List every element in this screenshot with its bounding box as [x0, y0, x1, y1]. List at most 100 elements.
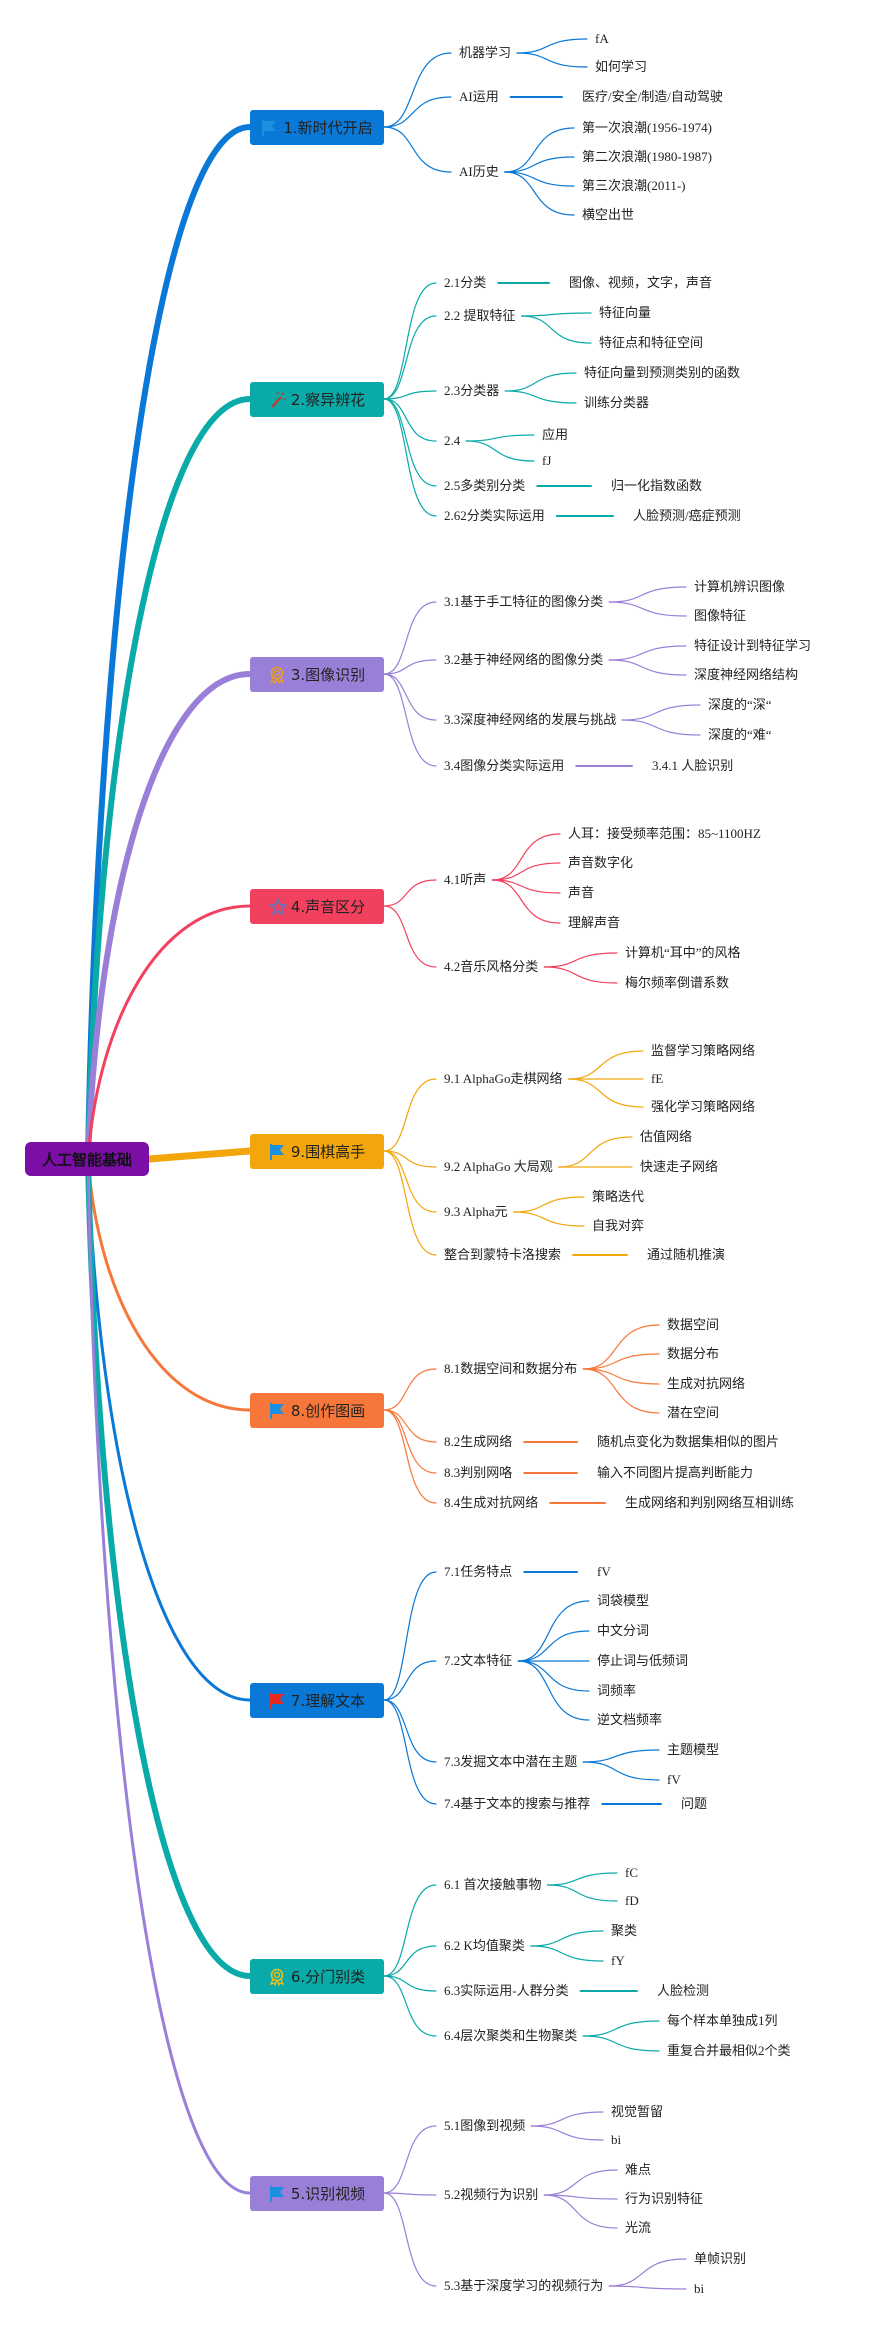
leaf-label[interactable]: fD — [625, 1893, 639, 1908]
subtopic-label[interactable]: 2.5多类别分类 — [444, 478, 526, 493]
leaf-label[interactable]: 计算机“耳中”的风格 — [625, 945, 741, 960]
subtopic-label[interactable]: 4.1听声 — [444, 872, 487, 887]
branch-node[interactable]: 1.新时代开启 — [250, 109, 384, 145]
subtopic-label[interactable]: 3.3深度神经网络的发展与挑战 — [444, 712, 617, 727]
subtopic-label[interactable]: 3.1基于手工特征的图像分类 — [444, 594, 604, 609]
branch-node[interactable]: 5.识别视频 — [250, 2175, 384, 2211]
subtopic-label[interactable]: 2.3分类器 — [444, 383, 500, 398]
leaf-label[interactable]: bi — [611, 2132, 622, 2147]
leaf-label[interactable]: fA — [595, 31, 609, 46]
subtopic-label[interactable]: 9.1 AlphaGo走棋网络 — [444, 1071, 563, 1086]
leaf-label[interactable]: 每个样本单独成1列 — [667, 2013, 778, 2028]
leaf-label[interactable]: 策略迭代 — [592, 1189, 645, 1204]
leaf-label[interactable]: 归一化指数函数 — [611, 478, 703, 493]
subtopic-label[interactable]: AI运用 — [459, 89, 499, 104]
subtopic-label[interactable]: 7.1任务特点 — [444, 1564, 513, 1579]
leaf-label[interactable]: 图像、视频，文字，声音 — [569, 275, 713, 290]
subtopic-label[interactable]: 4.2音乐风格分类 — [444, 959, 539, 974]
leaf-label[interactable]: 生成对抗网络 — [667, 1376, 746, 1391]
leaf-label[interactable]: 人脸预测/癌症预测 — [633, 508, 741, 523]
leaf-label[interactable]: 理解声音 — [568, 915, 621, 930]
subtopic-label[interactable]: 6.3实际运用-人群分类 — [444, 1983, 569, 1998]
subtopic-label[interactable]: 机器学习 — [459, 45, 512, 60]
leaf-label[interactable]: fC — [625, 1865, 638, 1880]
leaf-label[interactable]: 潜在空间 — [667, 1405, 720, 1420]
leaf-label[interactable]: 行为识别特征 — [625, 2191, 704, 2206]
branch-node[interactable]: 9.围棋高手 — [250, 1133, 384, 1169]
subtopic-label[interactable]: 3.4图像分类实际运用 — [444, 758, 565, 773]
subtopic-label[interactable]: 7.2文本特征 — [444, 1653, 513, 1668]
leaf-label[interactable]: 训练分类器 — [584, 395, 650, 410]
branch-node[interactable]: 4.声音区分 — [250, 888, 384, 924]
leaf-label[interactable]: 梅尔频率倒谱系数 — [625, 975, 730, 990]
subtopic-label[interactable]: 8.4生成对抗网络 — [444, 1495, 539, 1510]
leaf-label[interactable]: 主题模型 — [667, 1742, 720, 1757]
leaf-label[interactable]: 特征向量到预测类别的函数 — [584, 365, 741, 380]
leaf-label[interactable]: 深度的“深“ — [708, 697, 772, 712]
subtopic-label[interactable]: 整合到蒙特卡洛搜索 — [444, 1247, 562, 1262]
leaf-label[interactable]: 聚类 — [611, 1923, 638, 1938]
leaf-label[interactable]: 第三次浪潮(2011-) — [582, 178, 686, 193]
subtopic-label[interactable]: 6.4层次聚类和生物聚类 — [444, 2028, 578, 2043]
subtopic-label[interactable]: 2.2 提取特征 — [444, 308, 516, 323]
subtopic-label[interactable]: 2.62分类实际运用 — [444, 508, 545, 523]
subtopic-label[interactable]: 6.2 K均值聚类 — [444, 1938, 525, 1953]
leaf-label[interactable]: 人耳：接受频率范围：85~1100HZ — [568, 826, 761, 841]
branch-node[interactable]: 6.分门别类 — [250, 1958, 384, 1994]
subtopic-label[interactable]: 2.4 — [444, 433, 461, 448]
leaf-label[interactable]: 输入不同图片提高判断能力 — [597, 1465, 754, 1480]
leaf-label[interactable]: 人脸检测 — [657, 1983, 710, 1998]
leaf-label[interactable]: bi — [694, 2281, 705, 2296]
leaf-label[interactable]: 声音数字化 — [568, 855, 634, 870]
leaf-label[interactable]: 声音 — [568, 885, 595, 900]
leaf-label[interactable]: 强化学习策略网络 — [651, 1099, 756, 1114]
leaf-label[interactable]: 词频率 — [597, 1683, 637, 1698]
leaf-label[interactable]: 第二次浪潮(1980-1987) — [582, 149, 712, 164]
leaf-label[interactable]: 横空出世 — [582, 207, 635, 222]
leaf-label[interactable]: 应用 — [542, 427, 569, 442]
subtopic-label[interactable]: 9.3 Alpha元 — [444, 1204, 508, 1219]
leaf-label[interactable]: 3.4.1 人脸识别 — [652, 758, 734, 773]
leaf-label[interactable]: 光流 — [625, 2220, 652, 2235]
leaf-label[interactable]: 停止词与低频词 — [597, 1653, 689, 1668]
subtopic-label[interactable]: 5.2视频行为识别 — [444, 2187, 539, 2202]
leaf-label[interactable]: 图像特征 — [694, 608, 747, 623]
leaf-label[interactable]: 重复合并最相似2个类 — [667, 2043, 791, 2058]
leaf-label[interactable]: 第一次浪潮(1956-1974) — [582, 120, 712, 135]
leaf-label[interactable]: 特征点和特征空间 — [599, 335, 704, 350]
leaf-label[interactable]: 数据分布 — [667, 1346, 720, 1361]
branch-node[interactable]: 8.创作图画 — [250, 1392, 384, 1428]
leaf-label[interactable]: fY — [611, 1953, 625, 1968]
leaf-label[interactable]: fE — [651, 1071, 664, 1086]
branch-node[interactable]: 3.图像识别 — [250, 656, 384, 692]
branch-node[interactable]: 7.理解文本 — [250, 1682, 384, 1718]
leaf-label[interactable]: 特征向量 — [599, 305, 652, 320]
subtopic-label[interactable]: 3.2基于神经网络的图像分类 — [444, 652, 604, 667]
branch-node[interactable]: 2.察异辨花 — [250, 381, 384, 417]
subtopic-label[interactable]: 7.3发掘文本中潜在主题 — [444, 1754, 578, 1769]
subtopic-label[interactable]: 9.2 AlphaGo 大局观 — [444, 1159, 553, 1174]
leaf-label[interactable]: 特征设计到特征学习 — [694, 638, 812, 653]
subtopic-label[interactable]: 8.2生成网络 — [444, 1434, 513, 1449]
leaf-label[interactable]: 逆文档频率 — [597, 1712, 663, 1727]
subtopic-label[interactable]: 7.4基于文本的搜索与推荐 — [444, 1796, 591, 1811]
leaf-label[interactable]: 难点 — [625, 2162, 652, 2177]
leaf-label[interactable]: 中文分词 — [597, 1623, 650, 1638]
leaf-label[interactable]: 问题 — [681, 1796, 708, 1811]
leaf-label[interactable]: 医疗/安全/制造/自动驾驶 — [582, 89, 723, 104]
leaf-label[interactable]: 深度神经网络结构 — [694, 667, 799, 682]
leaf-label[interactable]: 词袋模型 — [597, 1593, 650, 1608]
subtopic-label[interactable]: 2.1分类 — [444, 275, 487, 290]
leaf-label[interactable]: 计算机辨识图像 — [694, 579, 786, 594]
subtopic-label[interactable]: 5.1图像到视频 — [444, 2118, 526, 2133]
subtopic-label[interactable]: 8.1数据空间和数据分布 — [444, 1361, 578, 1376]
leaf-label[interactable]: 自我对弈 — [592, 1218, 645, 1233]
leaf-label[interactable]: 监督学习策略网络 — [651, 1043, 756, 1058]
leaf-label[interactable]: 通过随机推演 — [647, 1247, 726, 1262]
subtopic-label[interactable]: 5.3基于深度学习的视频行为 — [444, 2278, 604, 2293]
leaf-label[interactable]: 数据空间 — [667, 1317, 720, 1332]
subtopic-label[interactable]: 8.3判别网咯 — [444, 1465, 513, 1480]
subtopic-label[interactable]: AI历史 — [459, 164, 499, 179]
leaf-label[interactable]: 生成网络和判别网络互相训练 — [625, 1495, 795, 1510]
leaf-label[interactable]: 深度的“难“ — [708, 727, 772, 742]
